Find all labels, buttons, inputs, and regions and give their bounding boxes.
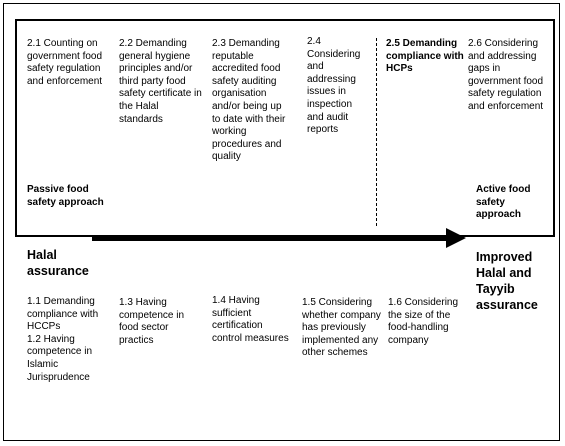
item-2-2: 2.2 Demanding general hygiene principles… <box>119 38 202 125</box>
item-1-6: 1.6 Considering the size of the food-han… <box>388 297 459 346</box>
passive-approach-label: Passive food safety approach <box>27 184 104 208</box>
item-1-5: 1.5 Considering whether company has prev… <box>302 297 381 359</box>
halal-assurance-label: Halal assurance <box>27 248 89 278</box>
item-2-3: 2.3 Demanding reputable accredited food … <box>212 38 286 163</box>
item-1-3: 1.3 Having competence in food sector pra… <box>119 297 185 346</box>
item-1-1-1-2: 1.1 Demanding compliance with HCCPs 1.2 … <box>27 296 99 383</box>
improved-assurance-label: Improved Halal and Tayyib assurance <box>476 250 538 312</box>
arrow-head <box>446 228 466 248</box>
item-2-4: 2.4 Considering and addressing issues in… <box>307 36 361 136</box>
active-approach-label: Active food safety approach <box>476 184 531 221</box>
item-1-4: 1.4 Having sufficient certification cont… <box>212 295 289 344</box>
item-2-5: 2.5 Demanding compliance with HCPs <box>386 38 464 75</box>
item-2-6: 2.6 Considering and addressing gaps in g… <box>468 38 544 112</box>
dashed-divider <box>376 38 377 226</box>
figure-frame <box>3 3 560 441</box>
item-2-1: 2.1 Counting on government food safety r… <box>27 38 103 87</box>
